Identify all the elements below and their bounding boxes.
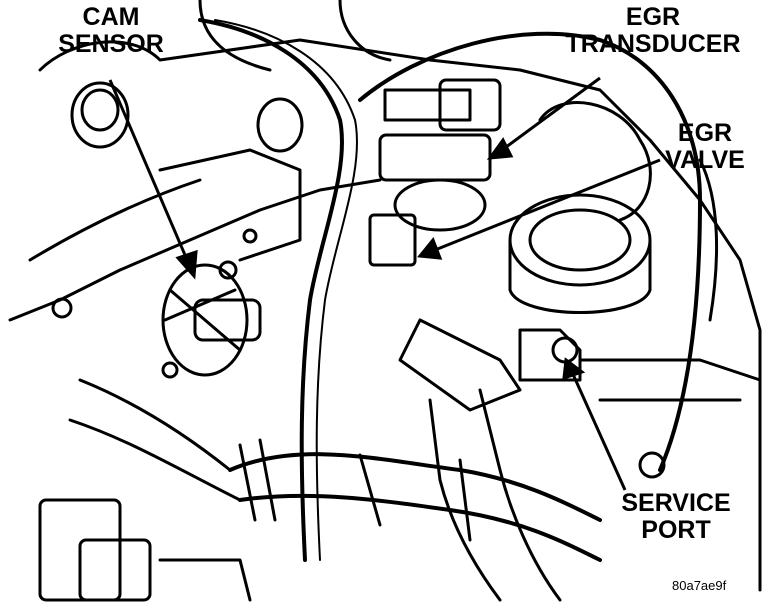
cover-ridge: [28, 178, 202, 262]
cam-sensor-label: CAM SENSOR: [46, 4, 176, 58]
service-port-label-line2: PORT: [641, 516, 711, 544]
cam-sensor-label-line1: CAM: [82, 3, 140, 31]
lower-fitting-left: [38, 498, 122, 602]
service-port-housing: [518, 328, 582, 382]
egr-valve-label-line2: VALVE: [665, 146, 745, 174]
egr-valve-label-line1: EGR: [677, 119, 733, 147]
cam-sensor-arrowhead: [175, 249, 198, 280]
egr-transducer-label-line1: EGR: [625, 3, 681, 31]
egr-valve-leader: [434, 158, 661, 252]
bolt-right: [638, 451, 666, 479]
wire-clip: [398, 318, 522, 412]
egr-transducer-leader: [501, 76, 601, 152]
service-port-arrowhead: [562, 357, 586, 381]
wiring-harness: [228, 452, 602, 522]
egr-valve-arrowhead: [417, 237, 443, 260]
pcv-fitting: [256, 97, 304, 153]
egr-transducer-base: [393, 178, 487, 232]
service-port-label-line1: SERVICE: [621, 489, 731, 517]
cam-sensor-leader: [108, 79, 190, 263]
service-port-leader: [570, 371, 627, 491]
engine-outline: [38, 38, 762, 592]
cover-cap: [70, 81, 130, 149]
egr-valve-bracket: [368, 213, 417, 267]
egr-transducer-label: EGR TRANSDUCER: [548, 4, 758, 58]
service-port-label: SERVICE PORT: [606, 490, 746, 544]
egr-valve-label: EGR VALVE: [650, 120, 760, 174]
transducer-hose: [358, 31, 702, 472]
egr-transducer-arrowhead: [486, 137, 514, 160]
cam-sensor-body: [161, 263, 249, 377]
vacuum-hose: [198, 18, 345, 562]
figure-reference: 80a7ae9f: [672, 578, 727, 593]
egr-transducer-label-line2: TRANSDUCER: [565, 30, 741, 58]
egr-transducer-body: [378, 133, 492, 182]
cam-sensor-label-line2: SENSOR: [58, 30, 164, 58]
